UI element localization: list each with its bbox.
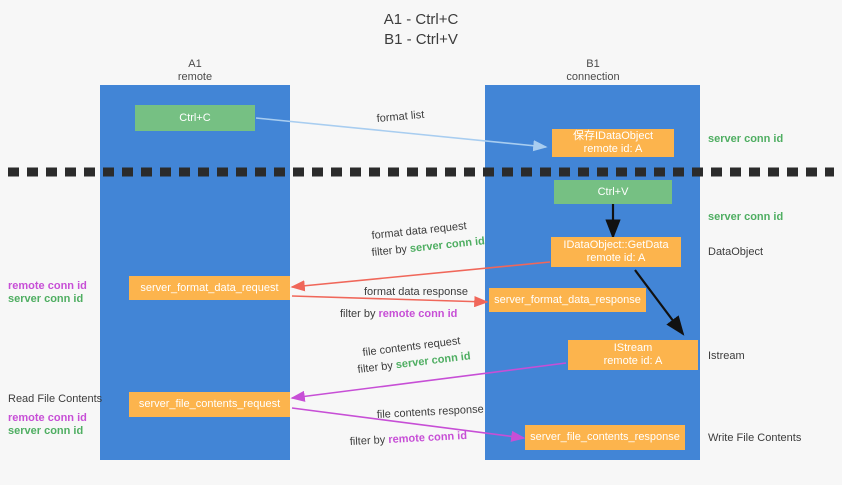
label-server-conn-id-1: server conn id xyxy=(8,293,84,305)
box-istream-line1: IStream xyxy=(613,342,653,354)
lane-header-b1: B1 connection xyxy=(528,58,658,84)
box-idataobject-getdata[interactable]: IDataObject::GetData remote id: A xyxy=(551,237,681,267)
dashed-divider xyxy=(8,167,834,177)
label-format-data-response-filter: filter by remote conn id xyxy=(340,308,457,320)
diagram-title-line2: B1 - Ctrl+V xyxy=(384,31,458,48)
label-remote-conn-id-1: remote conn id xyxy=(8,280,87,292)
label-server-conn-id-top: server conn id xyxy=(708,133,784,145)
label-server-conn-id-mid: server conn id xyxy=(708,211,784,223)
label-format-list: format list xyxy=(376,109,425,125)
lane-header-b1-sub: connection xyxy=(566,71,620,83)
label-fdreq-filter-value: server conn id xyxy=(409,235,485,255)
label-file-contents-response-filter: filter by remote conn id xyxy=(350,430,468,448)
arrow-format-data-request xyxy=(290,261,551,292)
arrow-getdata-to-istream xyxy=(634,269,685,336)
box-server-file-contents-request[interactable]: server_file_contents_request xyxy=(129,392,290,417)
lane-header-a1: A1 remote xyxy=(130,58,260,84)
box-save-idataobject-line2: remote id: A xyxy=(583,143,643,155)
label-fdres-filter-value: remote conn id xyxy=(379,308,458,320)
box-server-format-data-response[interactable]: server_format_data_response xyxy=(489,288,646,312)
label-fcres-filter-prefix: filter by xyxy=(350,434,389,448)
box-istream[interactable]: IStream remote id: A xyxy=(568,340,698,370)
arrow-file-contents-request xyxy=(290,362,567,402)
box-getdata-line2: remote id: A xyxy=(586,252,646,264)
arrow-format-list xyxy=(255,117,548,152)
label-fdreq-filter-prefix: filter by xyxy=(371,243,411,259)
lane-header-a1-sub: remote xyxy=(177,71,213,83)
label-write-file-contents: Write File Contents xyxy=(708,432,802,444)
label-dataobject: DataObject xyxy=(708,246,764,258)
label-format-data-response: format data response xyxy=(364,286,468,298)
label-istream: Istream xyxy=(708,350,745,362)
box-save-idataobject-line1: 保存IDataObject xyxy=(572,130,654,142)
box-server-format-data-request[interactable]: server_format_data_request xyxy=(129,276,290,300)
arrow-format-data-response xyxy=(291,295,489,308)
lane-header-b1-name: B1 xyxy=(586,58,600,70)
label-remote-conn-id-2: remote conn id xyxy=(8,412,87,424)
box-server-file-contents-response[interactable]: server_file_contents_response xyxy=(525,425,685,450)
box-ctrl-c[interactable]: Ctrl+C xyxy=(135,105,255,131)
box-ctrl-v[interactable]: Ctrl+V xyxy=(554,180,672,204)
box-istream-line2: remote id: A xyxy=(603,355,663,367)
label-read-file-contents: Read File Contents xyxy=(8,393,103,405)
lane-header-a1-name: A1 xyxy=(188,58,202,70)
label-fcreq-filter-prefix: filter by xyxy=(357,359,397,376)
label-server-conn-id-2: server conn id xyxy=(8,425,84,437)
label-fcres-filter-value: remote conn id xyxy=(388,430,467,446)
arrow-file-contents-response xyxy=(291,407,526,442)
box-getdata-line1: IDataObject::GetData xyxy=(563,239,669,251)
diagram-title-line1: A1 - Ctrl+C xyxy=(383,11,459,28)
label-fdres-filter-prefix: filter by xyxy=(340,308,379,320)
box-save-idataobject[interactable]: 保存IDataObject remote id: A xyxy=(552,129,674,157)
label-file-contents-response: file contents response xyxy=(377,403,484,421)
